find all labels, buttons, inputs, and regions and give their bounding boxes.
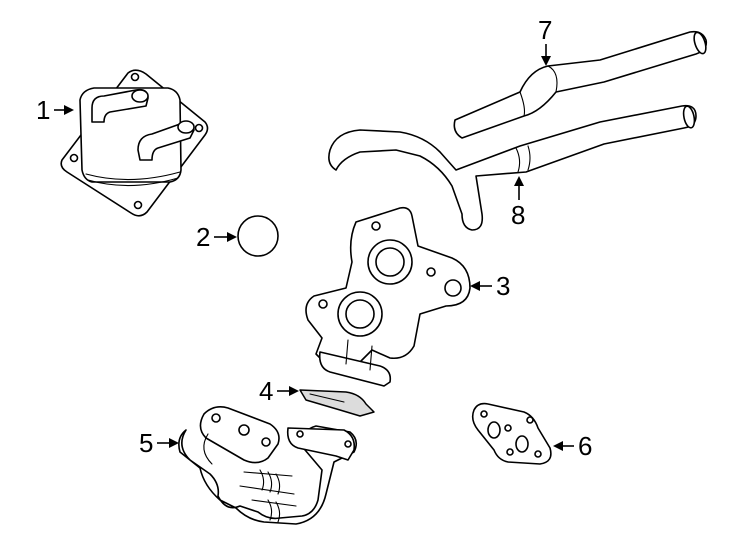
housing-gasket-icon [299, 389, 375, 417]
callout-8: 8 [511, 176, 525, 230]
callout-5: 5 [139, 428, 179, 458]
callout-label-4: 4 [259, 376, 273, 406]
oil-cooler-icon [60, 69, 209, 217]
arrowhead-8 [514, 176, 524, 186]
o-ring-seal-icon [237, 215, 279, 257]
callout-2: 2 [196, 222, 237, 252]
arrowhead-4 [289, 386, 299, 396]
outlet-hose-icon [328, 104, 697, 231]
arrowhead-7 [541, 56, 551, 66]
arrowhead-2 [227, 232, 237, 242]
callout-label-3: 3 [496, 271, 510, 301]
callout-3: 3 [470, 271, 510, 301]
oil-cooler-tube-icon [178, 406, 358, 525]
arrowhead-1 [64, 105, 74, 115]
tube-gasket-icon [471, 402, 552, 465]
callout-4: 4 [259, 376, 299, 406]
callout-7: 7 [538, 15, 552, 66]
callout-label-1: 1 [36, 95, 50, 125]
arrowhead-3 [470, 281, 480, 291]
callout-label-7: 7 [538, 15, 552, 45]
arrowhead-6 [553, 441, 563, 451]
callout-label-5: 5 [139, 428, 153, 458]
inlet-hose-icon [453, 30, 708, 139]
callout-label-2: 2 [196, 222, 210, 252]
callout-label-6: 6 [578, 431, 592, 461]
oil-filter-housing-icon [305, 206, 471, 387]
callout-6: 6 [553, 431, 592, 461]
callout-1: 1 [36, 95, 74, 125]
arrowhead-5 [169, 438, 179, 448]
callout-label-8: 8 [511, 200, 525, 230]
